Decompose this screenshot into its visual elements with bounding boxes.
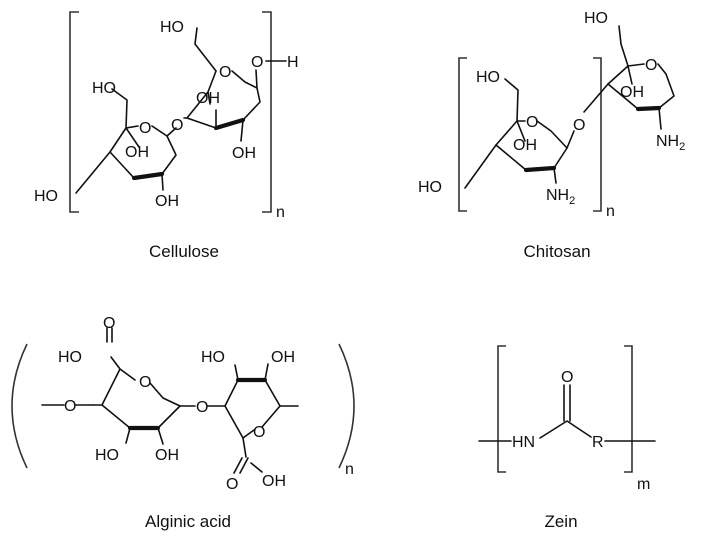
cellulose-ring2-oh-bonds — [207, 91, 244, 142]
alginic-ring-o-left: O — [139, 374, 151, 391]
alginic-ring-o-right: O — [253, 424, 265, 441]
zein-r: R — [592, 434, 604, 451]
cellulose-o-link-top: O — [251, 54, 263, 71]
chitosan-oh-left: OH — [513, 137, 537, 154]
cellulose-oh-ring1: OH — [125, 144, 149, 161]
chitosan-nh2-left: NH2 — [546, 187, 575, 207]
cellulose-glycosidic-bonds — [166, 117, 188, 137]
chitosan-ho-top: HO — [584, 10, 608, 27]
zein-structure: O HN R m Zein — [478, 345, 656, 531]
alginic-repeat-subscript: n — [345, 461, 354, 478]
alginic-oh-cooh-bot: OH — [262, 473, 286, 490]
alginic-o-cooh-top: O — [103, 315, 115, 332]
cellulose-terminal-bonds — [255, 60, 287, 89]
chitosan-ring1-ch2oh — [504, 78, 519, 122]
cellulose-oh-mid-right: OH — [232, 145, 256, 162]
cellulose-ho-ch2: HO — [92, 80, 116, 97]
alginic-caption: Alginic acid — [145, 512, 231, 531]
chitosan-right-bracket — [593, 57, 602, 212]
chitosan-ring2-ch2oh — [618, 25, 629, 67]
alginic-right-paren — [338, 343, 355, 469]
alginic-ring1-sub-bonds — [92, 404, 164, 445]
cellulose-caption: Cellulose — [149, 242, 219, 261]
chitosan-glycosidic-bonds — [566, 83, 609, 149]
alginic-acid-structure: O HO HO OH O O O O HO OH O OH n Alginic … — [11, 315, 355, 531]
chitosan-ring2-sub-bonds — [627, 65, 662, 130]
cellulose-oh-bottom: OH — [155, 193, 179, 210]
cellulose-front-bond-2 — [213, 117, 246, 131]
alginic-o-start: O — [64, 398, 76, 415]
zein-carbonyl — [563, 384, 571, 422]
chitosan-oh-right: OH — [620, 84, 644, 101]
chitosan-ho-end: HO — [418, 179, 442, 196]
zein-left-bracket — [497, 345, 506, 473]
chitosan-end-bond — [464, 144, 497, 189]
cellulose-ring1-oh-bonds — [125, 127, 164, 191]
chitosan-nh2-right: NH2 — [656, 133, 685, 153]
alginic-left-paren — [11, 343, 28, 469]
cellulose-right-bracket — [262, 11, 272, 213]
cellulose-ho-end: HO — [34, 188, 58, 205]
chitosan-front-bond-2 — [635, 105, 662, 112]
chitosan-ring-o-left: O — [526, 114, 538, 131]
chitosan-ho-ch2: HO — [476, 69, 500, 86]
alginic-o-glycosidic: O — [196, 399, 208, 416]
cellulose-left-bracket — [69, 11, 79, 213]
zein-backbone — [478, 420, 656, 442]
zein-caption: Zein — [544, 512, 577, 531]
chitosan-ring-o-right: O — [645, 57, 657, 74]
alginic-ho-bottom1: HO — [95, 447, 119, 464]
alginic-cooh-bot — [233, 437, 263, 474]
cellulose-o-glycosidic: O — [171, 117, 183, 134]
cellulose-h-end: H — [287, 54, 299, 71]
cellulose-ring-o-top: O — [219, 64, 231, 81]
chitosan-repeat-subscript: n — [606, 203, 615, 220]
chitosan-ring1-sub-bonds — [516, 120, 557, 184]
chitosan-structure: HO O OH HO O O OH HO NH2 NH2 n Chitosan — [418, 10, 685, 261]
cellulose-ring2-ch2oh — [194, 27, 217, 72]
zein-hn: HN — [512, 434, 535, 451]
chitosan-o-glycosidic: O — [573, 117, 585, 134]
cellulose-ring1-ch2oh — [111, 88, 128, 129]
chitosan-left-bracket — [458, 57, 467, 212]
cellulose-ring-o-left: O — [139, 120, 151, 137]
zein-o-carbonyl: O — [561, 369, 573, 386]
alginic-ring2-sub-bonds — [234, 363, 299, 407]
chitosan-caption: Chitosan — [523, 242, 590, 261]
alginic-oh-bottom2: OH — [155, 447, 179, 464]
zein-right-bracket — [624, 345, 633, 473]
cellulose-structure: HO O H HO O OH O OH O OH HO OH n Cellulo… — [34, 11, 299, 261]
alginic-o-cooh-bot: O — [226, 476, 238, 493]
zein-repeat-subscript: m — [637, 476, 650, 493]
alginic-ho-top-right1: HO — [201, 349, 225, 366]
cellulose-front-bond-1 — [131, 171, 165, 181]
cellulose-repeat-subscript: n — [276, 204, 285, 221]
alginic-oh-top-right2: OH — [271, 349, 295, 366]
cellulose-ho-top: HO — [160, 19, 184, 36]
chitosan-front-bond-1 — [523, 165, 557, 173]
cellulose-oh-ring2: OH — [196, 90, 220, 107]
alginic-ho-cooh-top: HO — [58, 349, 82, 366]
cellulose-end-bond — [75, 151, 111, 194]
alginic-cooh-top — [106, 327, 121, 370]
